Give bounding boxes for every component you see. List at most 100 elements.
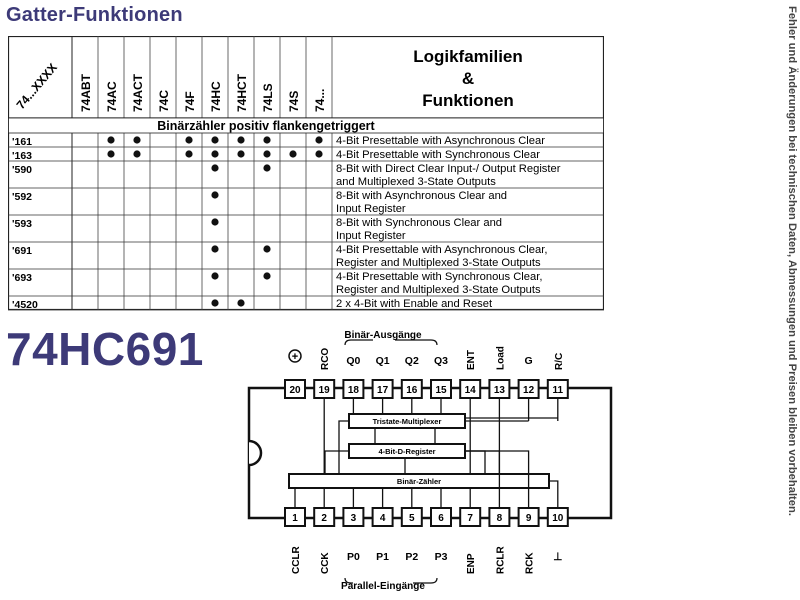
pin-label: + — [292, 351, 298, 363]
bottom-group-label: Parallel-Eingänge — [341, 581, 425, 592]
function-description: Input Register — [336, 230, 406, 242]
pin-number: 19 — [319, 385, 331, 396]
family-header: 74C — [157, 90, 171, 112]
function-description: 4-Bit Presettable with Synchronous Clear… — [336, 271, 542, 283]
pin-number: 14 — [465, 385, 477, 396]
function-description: Register and Multiplexed 3-State Outputs — [336, 257, 541, 269]
part-number: '161 — [12, 136, 32, 148]
support-dot — [211, 272, 219, 280]
support-dot — [263, 245, 271, 253]
family-header: 74ABT — [79, 73, 93, 112]
section-title: Binärzähler positiv flankengetriggert — [157, 119, 375, 133]
pin-label: Q0 — [346, 355, 360, 367]
support-dot — [263, 272, 271, 280]
support-dot — [315, 150, 323, 158]
pin-label: CCK — [320, 552, 331, 574]
support-dot — [107, 150, 115, 158]
function-description: 4-Bit Presettable with Asynchronous Clea… — [336, 244, 547, 256]
pin-number: 5 — [409, 513, 415, 524]
pin-number: 12 — [523, 385, 535, 396]
pin-number: 15 — [435, 385, 447, 396]
function-description: 8-Bit with Synchronous Clear and — [336, 217, 502, 229]
pin-number: 11 — [553, 385, 564, 396]
support-dot — [263, 164, 271, 172]
section-band — [8, 117, 604, 134]
family-header: 74S — [287, 91, 301, 112]
support-dot — [211, 150, 219, 158]
wire — [465, 450, 530, 508]
function-description: Input Register — [336, 203, 406, 215]
function-description: 8-Bit with Asynchronous Clear and — [336, 190, 507, 202]
pin-label: P1 — [376, 551, 389, 563]
pin-label: P0 — [347, 551, 360, 563]
part-number: '593 — [12, 218, 32, 230]
support-dot — [211, 299, 219, 307]
support-dot — [185, 150, 193, 158]
support-dot — [211, 164, 219, 172]
pin-number: 16 — [406, 385, 418, 396]
part-number: '693 — [12, 272, 32, 284]
pin-number: 6 — [438, 513, 444, 524]
function-description: 2 x 4-Bit with Enable and Reset — [336, 298, 493, 310]
pin-label: RCK — [525, 552, 536, 574]
wire — [324, 450, 349, 474]
pin-label: P2 — [405, 551, 418, 563]
pin-label: G — [525, 355, 533, 367]
support-dot — [237, 136, 245, 144]
part-number: '592 — [12, 191, 32, 203]
support-dot — [211, 136, 219, 144]
function-description: Register and Multiplexed 3-State Outputs — [336, 284, 541, 296]
part-number: '163 — [12, 150, 32, 162]
pin-label: Load — [495, 346, 506, 370]
support-dot — [107, 136, 115, 144]
function-description: 8-Bit with Direct Clear Input-/ Output R… — [336, 163, 561, 175]
support-dot — [315, 136, 323, 144]
top-bracket — [344, 339, 438, 346]
power-symbol — [288, 349, 302, 363]
support-dot — [263, 150, 271, 158]
header-right-line: Logikfamilien — [413, 47, 523, 66]
support-dot — [185, 136, 193, 144]
header-right-line: & — [462, 69, 474, 88]
pin-number: 2 — [321, 513, 327, 524]
function-description: and Multiplexed 3-State Outputs — [336, 176, 496, 188]
function-description: 4-Bit Presettable with Synchronous Clear — [336, 149, 540, 161]
wire — [338, 420, 349, 474]
pin-number: 4 — [380, 513, 386, 524]
pin-number: 13 — [494, 385, 506, 396]
pin-number: 3 — [351, 513, 357, 524]
ic-notch — [248, 439, 263, 467]
function-description: 4-Bit Presettable with Asynchronous Clea… — [336, 135, 545, 147]
pin-label: Q3 — [434, 355, 448, 367]
block-label: Tristate-Multiplexer — [373, 417, 442, 426]
block-label: Binär-Zähler — [397, 477, 441, 486]
pin-number: 17 — [377, 385, 389, 396]
pin-label: ENP — [466, 553, 477, 574]
support-dot — [237, 299, 245, 307]
pin-label: Q1 — [376, 355, 390, 367]
pin-number: 10 — [552, 513, 564, 524]
pin-number: 18 — [348, 385, 360, 396]
family-header: 74HC — [209, 81, 223, 112]
header-right-line: Funktionen — [422, 91, 514, 110]
family-header: 74... — [313, 89, 327, 112]
part-number: '4520 — [12, 299, 38, 311]
pin-label: ENT — [466, 350, 477, 370]
top-pin — [284, 379, 306, 399]
family-header: 74HCT — [235, 73, 249, 112]
pin-number: 8 — [497, 513, 503, 524]
pin-number: 20 — [289, 385, 301, 396]
pin-label: ⊥ — [553, 551, 562, 563]
part-number: '590 — [12, 164, 32, 176]
support-dot — [211, 191, 219, 199]
part-number: '691 — [12, 245, 32, 257]
pin-number: 7 — [467, 513, 473, 524]
pin-number: 1 — [292, 513, 298, 524]
family-header: 74ACT — [131, 73, 145, 112]
part-number-heading: 74HC691 — [6, 323, 204, 375]
bottom-bracket — [344, 577, 438, 584]
support-dot — [133, 150, 141, 158]
pin-label: Q2 — [405, 355, 419, 367]
side-disclaimer-text: Fehler und Änderungen bei technischen Da… — [786, 6, 798, 516]
